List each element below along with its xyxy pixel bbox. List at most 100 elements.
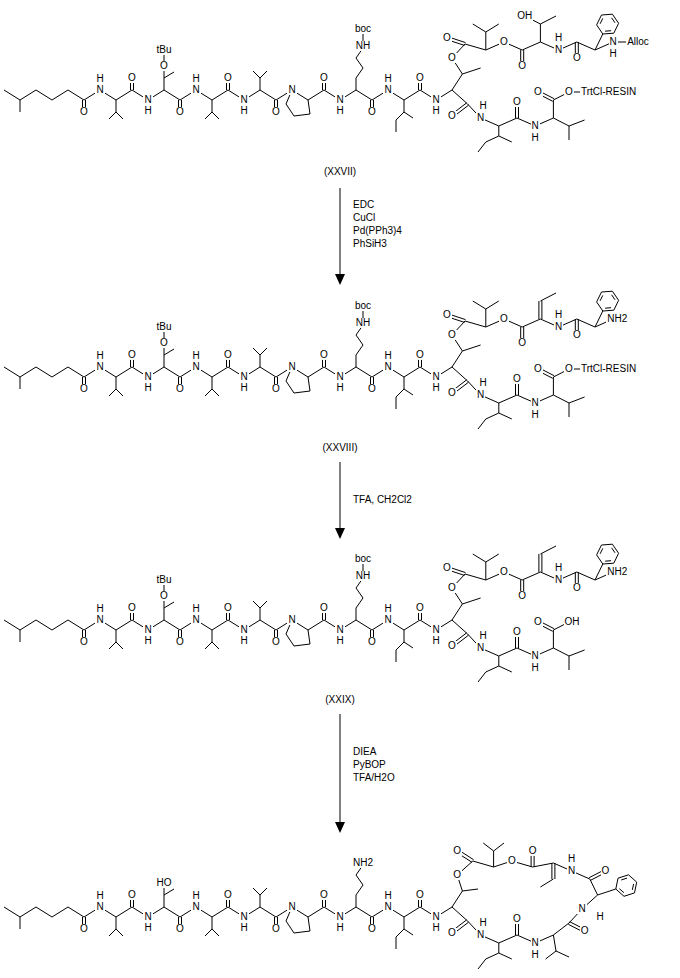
atom-label: O xyxy=(533,87,543,97)
text-anchor: (XXIX) xyxy=(324,695,355,705)
text-anchor: O xyxy=(528,846,538,856)
bond-line xyxy=(619,889,624,893)
bond-line xyxy=(308,917,310,931)
bond-line xyxy=(494,843,504,851)
bond-line xyxy=(452,604,462,620)
atom-label: H xyxy=(335,106,344,116)
bond-line xyxy=(621,878,627,880)
text-anchor: H xyxy=(383,604,392,614)
atom-label: N xyxy=(431,372,440,382)
text-anchor: N xyxy=(554,322,563,332)
bond-line xyxy=(540,16,556,24)
bond-line xyxy=(356,588,363,598)
resin-label: TrtCl-RESIN xyxy=(580,364,637,374)
bond-line xyxy=(616,878,618,889)
text-anchor: O xyxy=(533,617,543,627)
bond-line xyxy=(600,295,603,300)
text-anchor: O xyxy=(159,338,169,348)
bond-line xyxy=(4,90,20,100)
text-anchor: H xyxy=(95,351,104,361)
text-anchor: OH xyxy=(564,617,581,627)
bond-line xyxy=(553,377,554,395)
atom-label: O xyxy=(442,310,452,320)
text-anchor: H xyxy=(95,891,104,901)
bond-line xyxy=(212,112,219,119)
bond-line xyxy=(603,33,614,35)
atom-label: O xyxy=(223,890,233,900)
bond-line xyxy=(212,389,219,396)
text-anchor: H xyxy=(191,351,200,361)
text-anchor: N xyxy=(335,95,344,105)
bond-line xyxy=(618,875,629,878)
text-anchor: N xyxy=(287,902,296,912)
bond-line xyxy=(478,959,486,969)
bond-line xyxy=(553,648,569,656)
group-label: tBu xyxy=(155,575,172,585)
text-anchor: boc xyxy=(354,554,372,564)
compound-label: (XXVIII) xyxy=(321,443,358,453)
bond-line xyxy=(20,100,21,112)
text-anchor: PyBOP xyxy=(352,760,387,770)
bond-line xyxy=(498,656,499,666)
atom-label: H xyxy=(479,101,488,111)
text-anchor: O xyxy=(175,637,185,647)
bond-line xyxy=(109,112,116,119)
bond-line xyxy=(308,367,324,377)
text-anchor: O xyxy=(533,364,543,374)
atom-label: N xyxy=(383,85,392,95)
atom-label: N xyxy=(531,121,540,131)
text-anchor: O xyxy=(367,924,377,934)
text-anchor: O xyxy=(415,603,425,613)
bond-line xyxy=(308,90,324,100)
bond-line xyxy=(36,90,52,100)
reaction-arrow xyxy=(340,714,341,824)
bond-line xyxy=(577,42,595,50)
atom-label: O xyxy=(367,637,377,647)
text-anchor: O xyxy=(517,591,527,601)
bond-line xyxy=(486,413,499,419)
protecting-group: boc xyxy=(354,301,372,311)
text-anchor: N xyxy=(383,362,392,372)
bond-line xyxy=(20,907,36,917)
text-anchor: O xyxy=(499,314,509,324)
atom-label: N xyxy=(554,575,563,585)
bond-line xyxy=(4,620,20,630)
atom-label: O xyxy=(601,866,611,876)
atom-label: H xyxy=(143,923,152,933)
atom-label: O xyxy=(319,890,329,900)
text-anchor: O xyxy=(442,310,452,320)
atom-label: O xyxy=(517,61,527,71)
group-label: NH xyxy=(355,318,371,328)
bond-line xyxy=(396,642,404,650)
text-anchor: H xyxy=(479,101,488,111)
atom-label: O xyxy=(127,350,137,360)
bond-line xyxy=(538,301,539,319)
text-anchor: boc xyxy=(354,24,372,34)
bond-line xyxy=(164,620,180,630)
text-anchor: H xyxy=(239,636,248,646)
bond-line xyxy=(4,907,20,917)
atom-label: O xyxy=(271,107,281,117)
bond-line xyxy=(478,142,486,152)
bond-line xyxy=(473,554,486,562)
text-anchor: N xyxy=(531,651,540,661)
atom-label: N xyxy=(335,625,344,635)
bond-line xyxy=(286,634,294,646)
atom-label: H xyxy=(191,604,200,614)
text-anchor: H xyxy=(609,49,618,59)
text-anchor: O xyxy=(499,37,509,47)
bond-line xyxy=(614,300,619,310)
atom-label: H xyxy=(531,950,540,960)
bond-line xyxy=(486,301,499,309)
text-anchor: N xyxy=(191,902,200,912)
atom-label: N xyxy=(431,95,440,105)
atom-label: H xyxy=(596,912,605,922)
bond-line xyxy=(396,929,404,937)
bond-line xyxy=(260,348,267,355)
bond-line xyxy=(499,395,517,403)
group-label: HO xyxy=(156,878,173,888)
bond-line xyxy=(605,307,611,309)
text-anchor: O xyxy=(447,641,457,651)
text-anchor: DIEA xyxy=(352,747,377,757)
atom-label: N xyxy=(143,372,152,382)
